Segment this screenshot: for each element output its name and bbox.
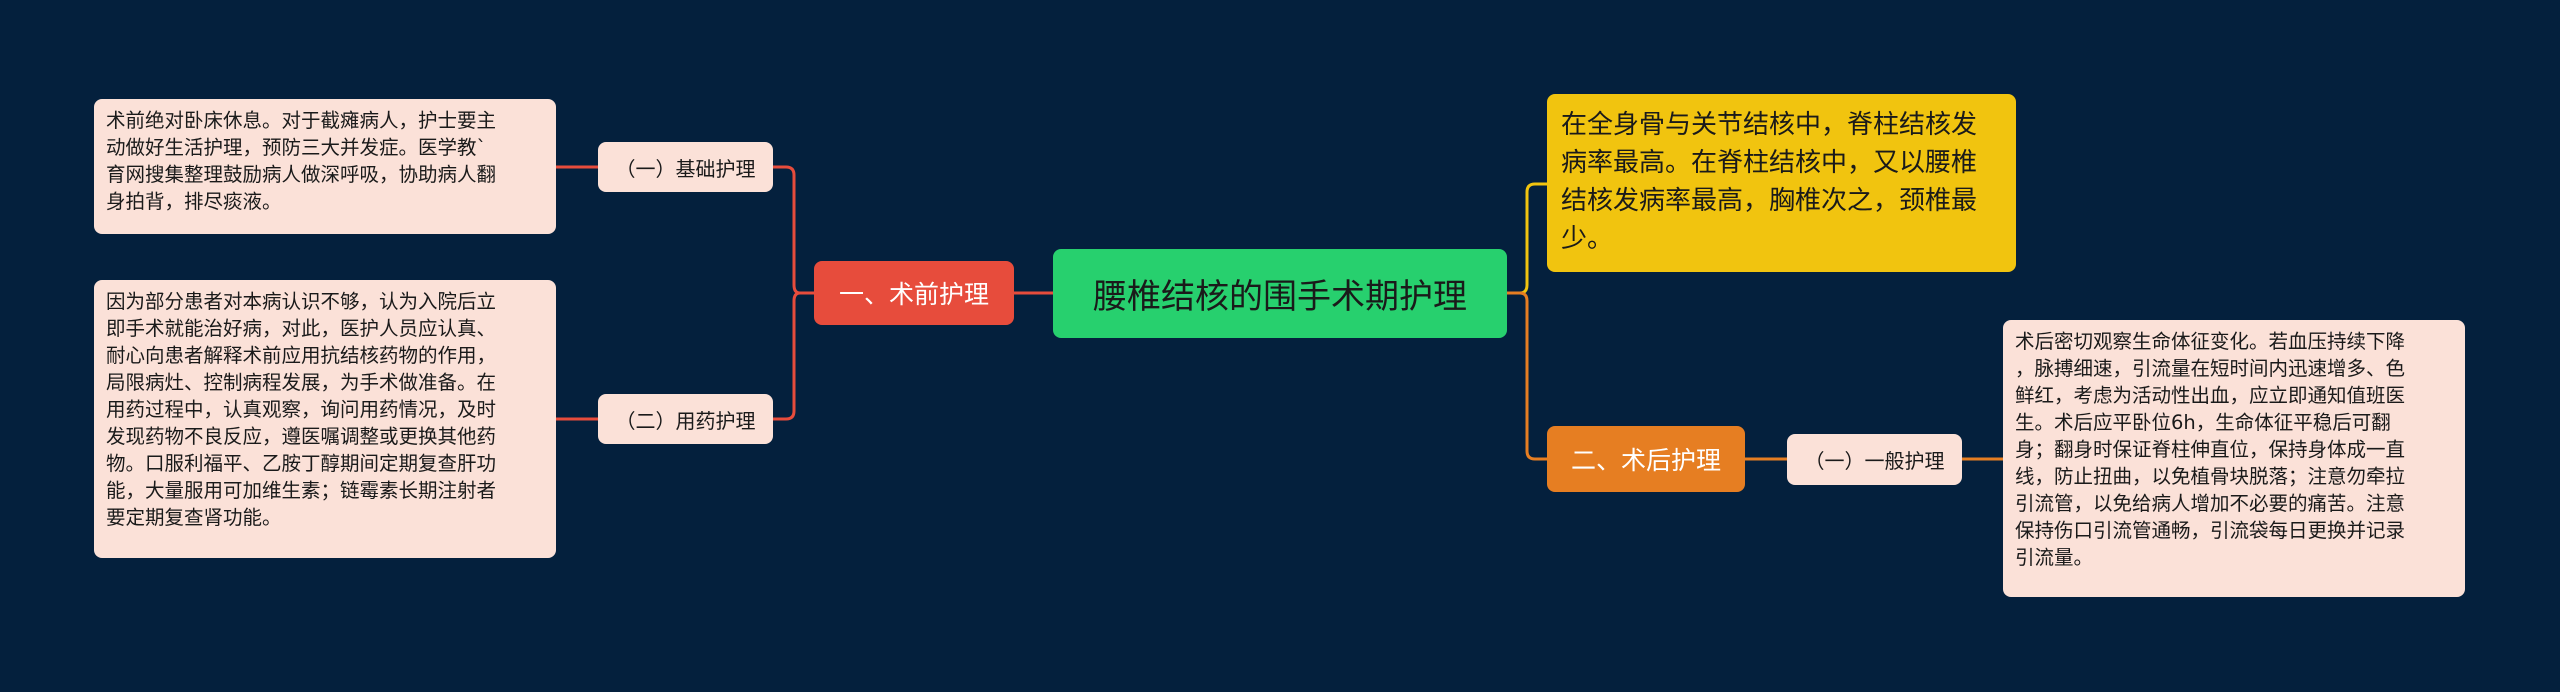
leaf-general-care-text[interactable]: 术后密切观察生命体征变化。若血压持续下降 ，脉搏细速，引流量在短时间内迅速增多、… xyxy=(2003,320,2465,597)
link-root-postop xyxy=(1507,291,1547,461)
link-preop-basic xyxy=(773,165,814,295)
branch-intro[interactable]: 在全身骨与关节结核中，脊柱结核发病率最高。在脊柱结核中，又以腰椎结核发病率最高，… xyxy=(1547,94,2016,272)
branch-postop[interactable]: 二、术后护理 xyxy=(1547,426,1745,492)
root-topic[interactable]: 腰椎结核的围手术期护理 xyxy=(1053,249,1507,338)
sub-drug-care[interactable]: （二）用药护理 xyxy=(598,394,773,444)
leaf-basic-care-text[interactable]: 术前绝对卧床休息。对于截瘫病人，护士要主 动做好生活护理，预防三大并发症。医学教… xyxy=(94,99,556,234)
link-root-intro xyxy=(1507,182,1547,295)
sub-basic-care[interactable]: （一）基础护理 xyxy=(598,142,773,192)
link-preop-drug xyxy=(773,291,814,421)
leaf-drug-care-text[interactable]: 因为部分患者对本病认识不够，认为入院后立 即手术就能治好病，对此，医护人员应认真… xyxy=(94,280,556,558)
sub-general-care[interactable]: （一）一般护理 xyxy=(1787,434,1962,485)
branch-preop[interactable]: 一、术前护理 xyxy=(814,261,1014,325)
